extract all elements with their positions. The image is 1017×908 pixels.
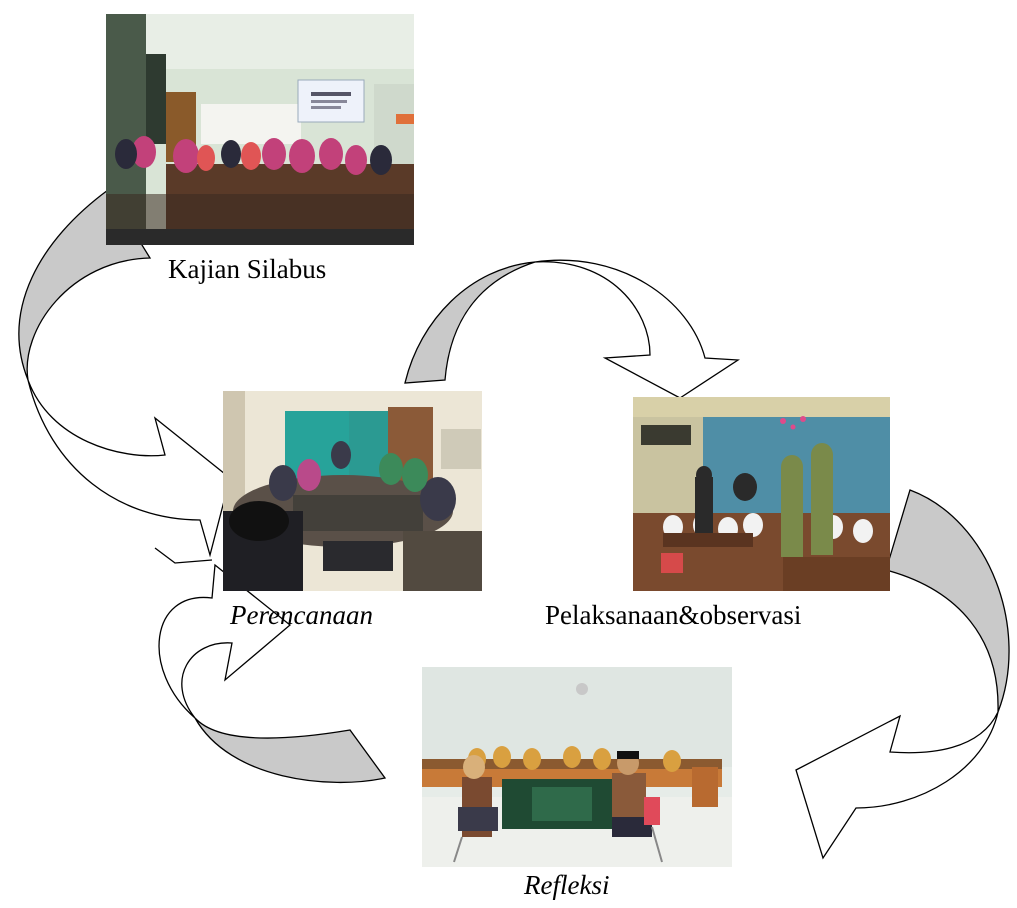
reflection-discussion-photo: [422, 667, 732, 867]
arrow-refleksi-to-perencanaan: [154, 547, 387, 784]
planning-meeting-photo: [223, 391, 482, 591]
caption-refleksi: Refleksi: [524, 870, 610, 900]
classroom-workshop-photo: [106, 14, 414, 245]
caption-kajian-silabus: Kajian Silabus: [168, 254, 327, 284]
arrow-pelaksanaan-to-refleksi: [795, 489, 1010, 860]
caption-perencanaan: Perencanaan: [230, 600, 373, 630]
arrow-perencanaan-to-pelaksanaan: [404, 259, 740, 399]
classroom-observation-photo: [633, 397, 890, 591]
caption-pelaksanaan-observasi: Pelaksanaan&observasi: [545, 600, 802, 630]
